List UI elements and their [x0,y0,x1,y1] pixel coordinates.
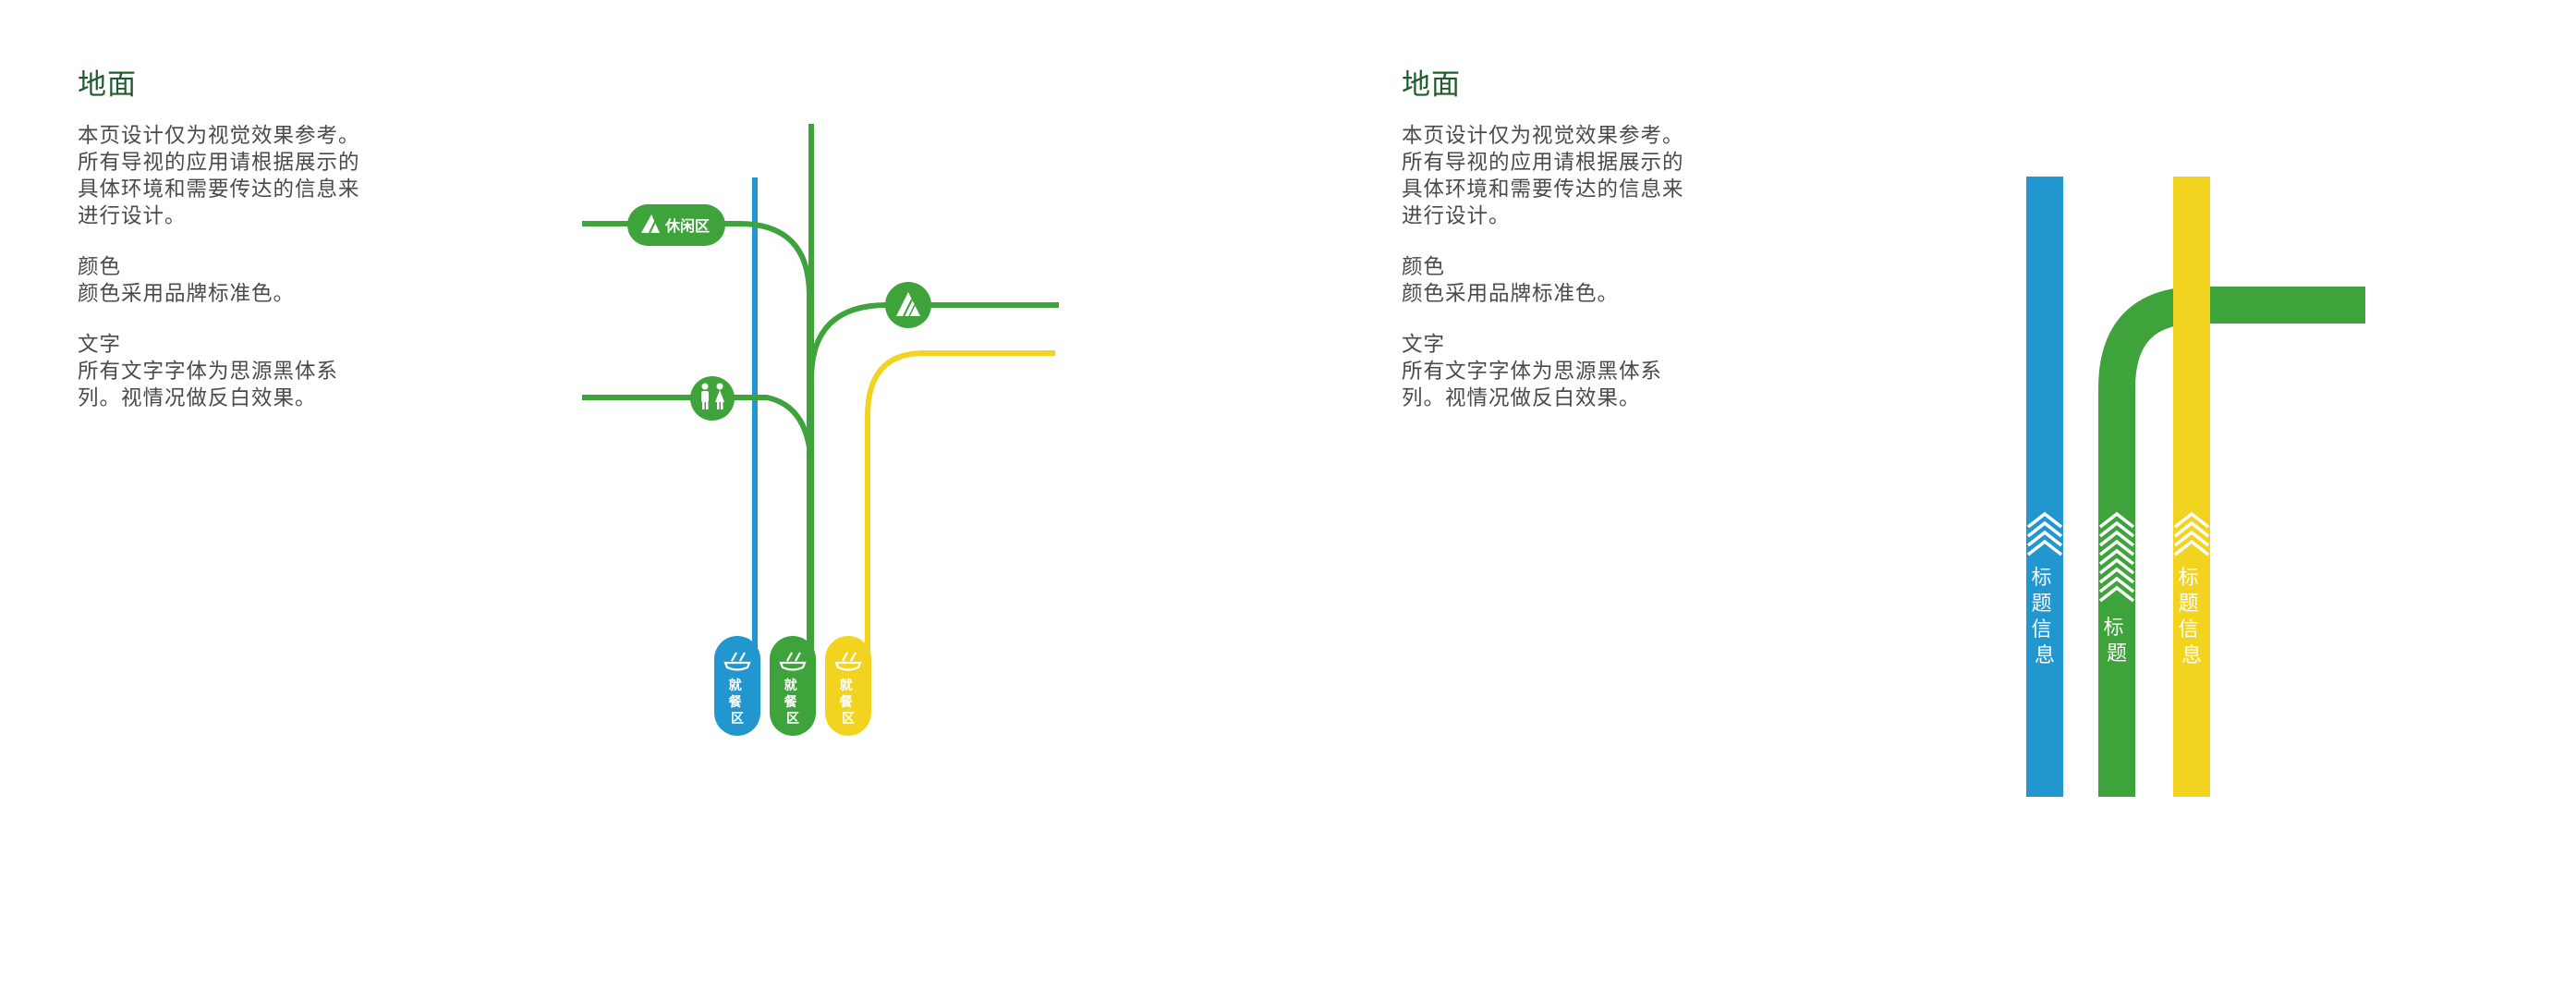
svg-text:就 餐 区: 就 餐 区 [839,678,857,727]
dining-pill-green: 就 餐 区 [770,636,816,736]
dining-text-blue-1: 就 [729,678,742,693]
dining-text-yellow-2: 餐 [839,694,854,710]
left-color-title: 颜色 [78,255,122,279]
yellow-stripe [2173,177,2210,797]
blue-stripe-text: 标 题 信 息 [2031,567,2058,667]
green-branch-upper-left [582,221,812,670]
right-page-title: 地面 [1402,68,1461,102]
dining-text-blue-2: 餐 [728,694,743,710]
left-floor-diagram: 休闲区 [582,124,1059,736]
right-font-title: 文字 [1402,333,1446,357]
tent-marker [885,282,931,328]
green-branch-lower-left [582,395,814,472]
dining-text-yellow-3: 区 [842,712,855,727]
restroom-icon [701,383,724,409]
left-font-section: 文字 所有文字字体为思源黑体系列。视情况做反白效果。 [78,332,373,412]
green-stripe [2098,287,2365,797]
dining-icon [779,652,807,671]
tent-icon [896,292,920,317]
dining-text-green-2: 餐 [784,694,798,710]
svg-text:就 餐 区: 就 餐 区 [784,678,802,727]
dining-pill-blue: 就 餐 区 [714,636,760,736]
dining-icon [834,652,862,671]
left-page-title: 地面 [78,68,137,102]
right-font-section: 文字 所有文字字体为思源黑体系列。视情况做反白效果。 [1402,332,1697,412]
dining-pill-yellow: 就 餐 区 [825,636,871,736]
right-color-text: 颜色采用品牌标准色。 [1402,282,1620,306]
dining-text-yellow-1: 就 [840,678,853,693]
tent-icon [641,214,660,234]
left-description: 地面 本页设计仅为视觉效果参考。所有导视的应用请根据展示的具体环境和需要传达的信… [78,61,373,436]
green-branch-right [808,302,1059,380]
dining-icon [723,652,751,671]
right-description: 地面 本页设计仅为视觉效果参考。所有导视的应用请根据展示的具体环境和需要传达的信… [1402,61,1697,436]
right-color-title: 颜色 [1402,255,1446,279]
svg-text:就 餐 区: 就 餐 区 [728,678,747,727]
right-floor-diagram: 标 题 信 息 标 题 标 题 信 息 [2026,177,2365,797]
dining-text-green-3: 区 [786,712,799,727]
right-color-section: 颜色 颜色采用品牌标准色。 [1402,254,1697,308]
green-stripe-text: 标 题 [2103,617,2130,666]
leisure-area-text: 休闲区 [664,217,710,235]
left-font-title: 文字 [78,333,122,357]
restroom-marker [690,376,735,421]
yellow-path-line [865,350,1055,670]
chevron-up-icon [2098,511,2135,603]
leisure-area-label: 休闲区 [627,204,725,246]
right-intro-text: 本页设计仅为视觉效果参考。所有导视的应用请根据展示的具体环境和需要传达的信息来进… [1402,124,1684,228]
left-font-text: 所有文字字体为思源黑体系列。视情况做反白效果。 [78,360,339,410]
left-color-text: 颜色采用品牌标准色。 [78,282,296,306]
left-intro-text: 本页设计仅为视觉效果参考。所有导视的应用请根据展示的具体环境和需要传达的信息来进… [78,124,360,228]
blue-stripe [2026,177,2063,797]
left-color-section: 颜色 颜色采用品牌标准色。 [78,254,373,308]
right-font-text: 所有文字字体为思源黑体系列。视情况做反白效果。 [1402,360,1663,410]
dining-text-green-1: 就 [784,678,797,693]
chevron-up-icon [2026,511,2063,556]
dining-text-blue-3: 区 [731,712,744,727]
yellow-stripe-text: 标 题 信 息 [2178,567,2205,667]
chevron-up-icon [2173,511,2210,556]
